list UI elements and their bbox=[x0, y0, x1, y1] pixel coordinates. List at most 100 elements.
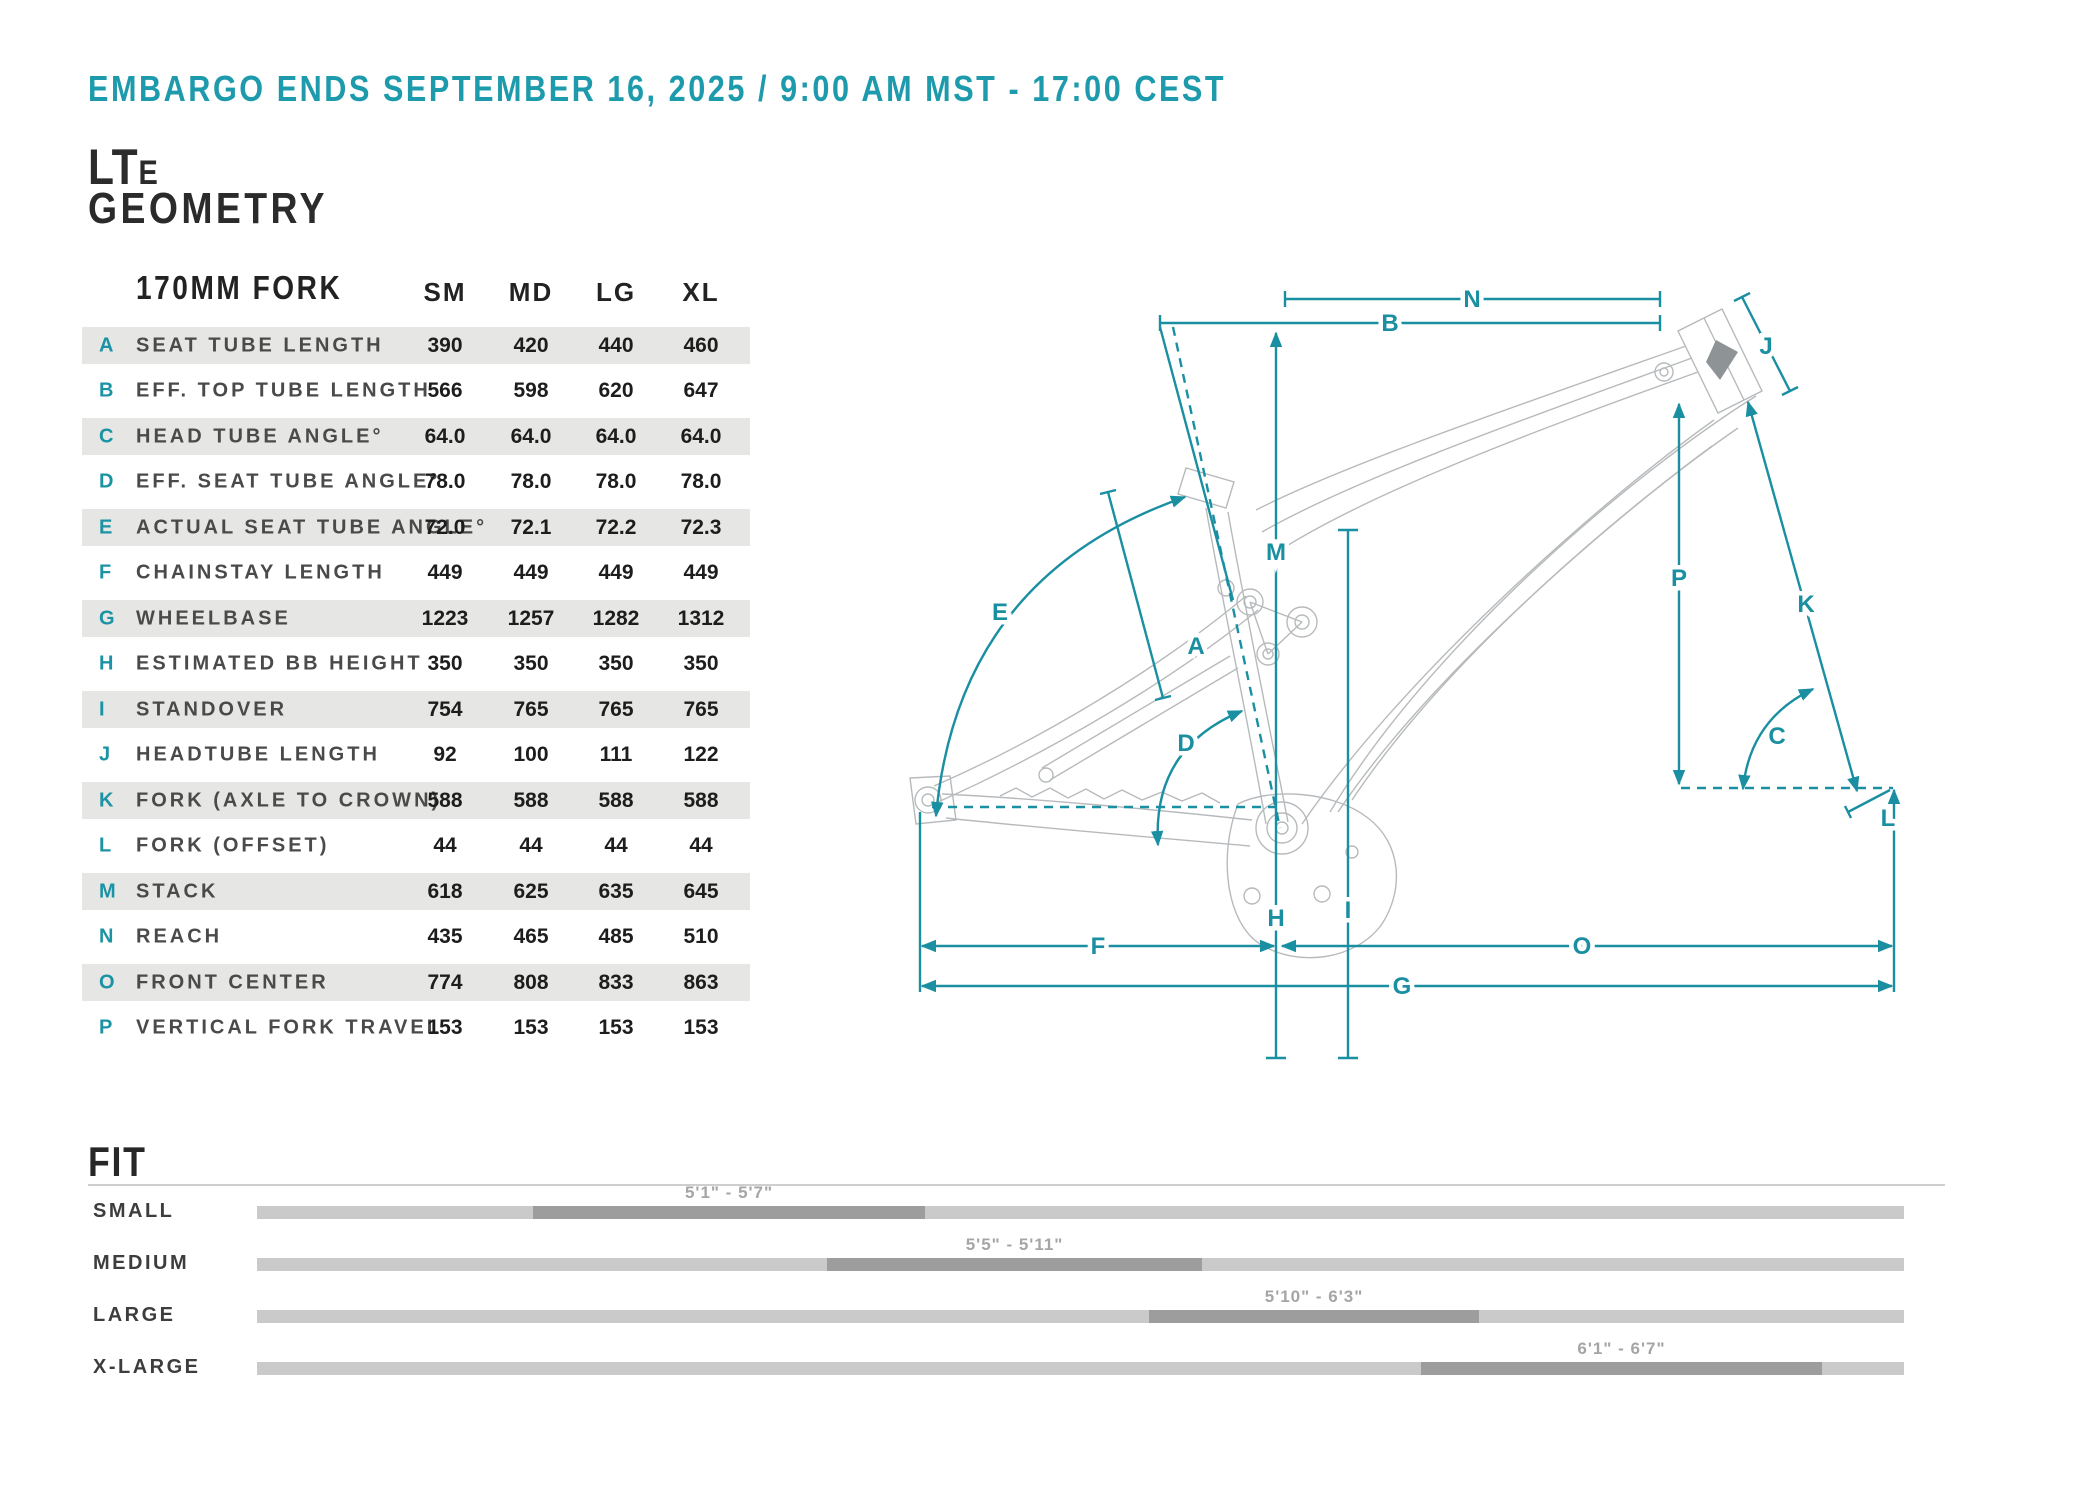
embargo-banner: EMBARGO ENDS SEPTEMBER 16, 2025 / 9:00 A… bbox=[88, 68, 1427, 110]
row-value-sm: 78.0 bbox=[424, 470, 466, 493]
row-label: FRONT CENTER bbox=[136, 971, 329, 993]
fit-height-range: 5'10" - 6'3" bbox=[1264, 1287, 1364, 1306]
row-value-sm: 64.0 bbox=[424, 424, 466, 448]
dim-axletocrown-line bbox=[1745, 400, 1860, 793]
row-value-sm: 92 bbox=[433, 743, 457, 766]
row-value-sm: 754 bbox=[427, 697, 463, 721]
fit-bar bbox=[257, 1205, 1904, 1219]
fit-heading: FIT bbox=[88, 1138, 147, 1185]
dim-label-A: A bbox=[1187, 633, 1204, 660]
dim-label-K: K bbox=[1797, 591, 1815, 618]
row-value-xl: 122 bbox=[683, 743, 719, 766]
row-letter: A bbox=[99, 334, 114, 356]
row-label: ACTUAL SEAT TUBE ANGLE° bbox=[136, 516, 488, 538]
dim-label-J: J bbox=[1759, 333, 1772, 360]
row-value-md: 765 bbox=[513, 697, 549, 721]
dim-label-N: N bbox=[1463, 286, 1480, 313]
row-letter: M bbox=[99, 880, 116, 902]
row-value-md: 72.1 bbox=[510, 515, 552, 539]
row-value-sm: 350 bbox=[427, 652, 463, 675]
row-value-lg: 485 bbox=[598, 925, 634, 948]
row-value-xl: 78.0 bbox=[680, 470, 722, 493]
dim-label-F: F bbox=[1091, 933, 1106, 960]
row-label: FORK (AXLE TO CROWN) bbox=[136, 789, 442, 811]
row-value-xl: 460 bbox=[683, 333, 719, 357]
row-label: CHAINSTAY LENGTH bbox=[136, 561, 385, 584]
row-value-sm: 1223 bbox=[421, 606, 469, 630]
fit-size-label: X-LARGE bbox=[93, 1356, 201, 1378]
row-value-lg: 64.0 bbox=[595, 424, 637, 448]
row-value-md: 78.0 bbox=[510, 470, 552, 493]
row-letter: B bbox=[99, 379, 114, 402]
row-letter: G bbox=[99, 607, 115, 629]
row-letter: F bbox=[99, 561, 112, 584]
row-letter: K bbox=[99, 789, 114, 811]
row-letter: L bbox=[99, 834, 112, 857]
row-value-md: 350 bbox=[513, 652, 549, 675]
row-value-lg: 111 bbox=[599, 743, 633, 766]
row-value-sm: 588 bbox=[427, 788, 463, 812]
model-suffix: E bbox=[138, 154, 159, 192]
column-header-sm: SM bbox=[423, 277, 467, 307]
column-header-md: MD bbox=[508, 277, 554, 307]
row-value-md: 420 bbox=[513, 333, 549, 357]
fit-bar-highlight bbox=[1149, 1309, 1480, 1323]
row-value-lg: 440 bbox=[598, 333, 634, 357]
dimension-letters: N B M A E D J P K C L H I F O G bbox=[987, 282, 1899, 1005]
row-value-xl: 510 bbox=[683, 925, 719, 948]
dim-label-M: M bbox=[1266, 539, 1286, 566]
fit-divider bbox=[88, 1184, 1945, 1186]
fit-size-label: LARGE bbox=[93, 1304, 176, 1326]
row-value-md: 1257 bbox=[507, 606, 555, 630]
row-letter: H bbox=[99, 652, 114, 675]
row-value-lg: 588 bbox=[598, 788, 634, 812]
dim-label-I: I bbox=[1345, 897, 1352, 924]
row-label: EFF. SEAT TUBE ANGLE° bbox=[136, 470, 441, 493]
motor-housing bbox=[1226, 793, 1398, 959]
model-name: LT bbox=[88, 139, 139, 195]
row-value-xl: 765 bbox=[683, 697, 719, 721]
row-value-md: 64.0 bbox=[510, 424, 552, 448]
row-letter: J bbox=[99, 743, 111, 766]
row-value-lg: 72.2 bbox=[595, 515, 637, 539]
row-value-xl: 647 bbox=[683, 379, 719, 402]
row-value-md: 449 bbox=[513, 561, 549, 584]
dim-label-B: B bbox=[1381, 310, 1398, 337]
row-value-md: 465 bbox=[513, 925, 549, 948]
row-value-lg: 765 bbox=[598, 697, 634, 721]
bottom-bracket bbox=[1255, 801, 1309, 855]
row-label: STACK bbox=[136, 880, 219, 902]
row-value-md: 625 bbox=[513, 879, 549, 903]
row-value-xl: 863 bbox=[683, 970, 719, 994]
row-value-lg: 44 bbox=[604, 834, 628, 857]
row-label: SEAT TUBE LENGTH bbox=[136, 334, 384, 356]
row-value-sm: 390 bbox=[427, 333, 463, 357]
dim-label-C: C bbox=[1768, 723, 1785, 750]
bike-frame-drawing bbox=[909, 308, 1763, 959]
yeti-head-badge bbox=[1706, 340, 1738, 380]
actual-seattube-axis bbox=[1158, 326, 1235, 601]
dim-actualseatangle-arc bbox=[931, 495, 1187, 818]
fit-height-range: 5'1" - 5'7" bbox=[684, 1183, 774, 1202]
dim-label-E: E bbox=[992, 599, 1008, 626]
row-value-sm: 774 bbox=[427, 970, 463, 994]
fit-size-label: SMALL bbox=[93, 1200, 175, 1222]
row-value-xl: 350 bbox=[683, 652, 719, 675]
row-value-xl: 449 bbox=[683, 561, 719, 584]
dim-headtube-length-line bbox=[1740, 296, 1792, 392]
dim-label-H: H bbox=[1267, 905, 1284, 932]
row-value-lg: 833 bbox=[598, 970, 634, 994]
row-value-xl: 64.0 bbox=[680, 424, 722, 448]
